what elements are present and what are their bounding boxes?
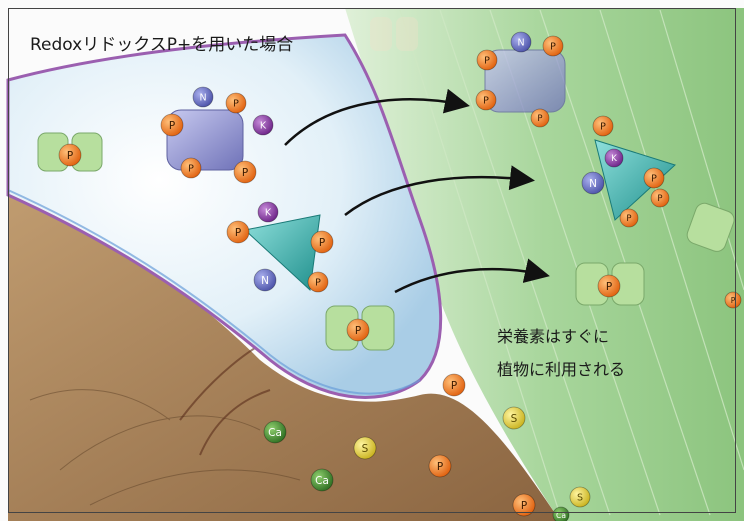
phosphorus-ion-19 — [512, 493, 536, 517]
diagram-title: RedoxリドックスP+を用いた場合 — [30, 35, 294, 55]
phosphorus-ion-label-13: P — [451, 380, 457, 392]
phosphorus-ion-label-31: P — [657, 194, 662, 204]
phosphorus-ion-22 — [476, 49, 498, 71]
uptake-arrow-2 — [344, 165, 535, 216]
sulfur-ion-16 — [353, 436, 377, 460]
phosphorus-ion-26 — [530, 108, 550, 128]
nitrogen-ion-23 — [510, 31, 532, 53]
phosphorus-ion-33 — [597, 274, 621, 298]
phosphorus-ion-7 — [226, 220, 250, 244]
phosphorus-ion-6 — [233, 160, 257, 184]
sulfur-ion-label-14: S — [511, 413, 518, 425]
soil-texture — [29, 389, 301, 506]
phosphorus-ion-label-1: P — [169, 120, 175, 132]
phosphorus-ion-3 — [225, 92, 247, 114]
phosphorus-ion-1 — [160, 113, 184, 137]
uptake-arrow-1 — [284, 88, 470, 146]
phosphorus-ion-label-10: P — [315, 278, 321, 289]
uptake-arrow-3 — [394, 258, 550, 294]
phosphorus-ion-9 — [310, 230, 334, 254]
sulfur-ion-14 — [502, 406, 526, 430]
sulfur-ion-label-20: S — [577, 493, 583, 504]
phosphorus-ion-label-0: P — [67, 150, 73, 162]
leaf-fragment-right — [686, 202, 735, 252]
nitrogen-ion-label-23: N — [517, 38, 524, 49]
calcium-ion-label-15: Ca — [268, 427, 282, 439]
phosphorus-ion-17 — [428, 454, 452, 478]
phosphorus-ion-12 — [346, 318, 370, 342]
phosphorus-ion-label-17: P — [437, 461, 443, 473]
phosphorus-ion-32 — [619, 208, 639, 228]
calcium-ion-label-21: Ca — [556, 511, 566, 520]
caption-line-1: 栄養素はすぐに — [497, 327, 610, 346]
phosphorus-ion-13 — [442, 373, 466, 397]
calcium-ion-18 — [310, 468, 334, 492]
phosphorus-ion-label-25: P — [483, 96, 489, 107]
phosphorus-ion-label-33: P — [606, 281, 612, 293]
caption-line-2: 植物に利用される — [497, 360, 626, 379]
phosphorus-ion-34 — [724, 291, 742, 309]
phosphorus-ion-label-3: P — [233, 99, 239, 110]
soil — [8, 190, 560, 521]
phosphorus-ion-label-26: P — [537, 114, 542, 124]
phosphorus-ion-10 — [307, 271, 329, 293]
potassium-ion-28 — [604, 148, 624, 168]
phosphorus-ion-label-19: P — [521, 500, 527, 512]
cube-complex-left — [166, 109, 244, 171]
phosphorus-ion-label-22: P — [484, 56, 490, 67]
phosphorus-ion-5 — [180, 157, 202, 179]
potassium-ion-8 — [257, 201, 279, 223]
sulfur-ion-20 — [569, 486, 591, 508]
phosphorus-ion-label-24: P — [550, 42, 556, 53]
phosphorus-ion-label-32: P — [626, 214, 631, 224]
phosphorus-ion-25 — [475, 89, 497, 111]
calcium-ion-label-18: Ca — [315, 475, 329, 487]
nitrogen-ion-label-29: N — [589, 178, 597, 190]
phosphorus-ion-24 — [542, 35, 564, 57]
phosphorus-ion-label-5: P — [188, 164, 194, 175]
potassium-ion-label-4: K — [260, 121, 267, 132]
potassium-ion-label-28: K — [611, 154, 617, 164]
phosphorus-ion-31 — [650, 188, 670, 208]
leaf-pair-complex-right — [575, 262, 645, 306]
phosphorus-ion-label-9: P — [319, 237, 325, 249]
potassium-ion-4 — [252, 114, 274, 136]
pyramid-complex-left — [243, 214, 321, 292]
phosphorus-ion-30 — [643, 167, 665, 189]
leaf-fragment-top — [370, 17, 418, 51]
nitrogen-ion-11 — [253, 268, 277, 292]
nitrogen-ion-2 — [192, 86, 214, 108]
phosphorus-ion-label-12: P — [355, 325, 361, 337]
nitrogen-ion-29 — [581, 171, 605, 195]
leaf-pair-complex-left — [37, 132, 103, 172]
phosphorus-ion-0 — [58, 143, 82, 167]
nitrogen-ion-label-11: N — [261, 275, 269, 287]
calcium-ion-15 — [263, 420, 287, 444]
potassium-ion-label-8: K — [265, 208, 272, 219]
phosphorus-ion-27 — [592, 115, 614, 137]
phosphorus-ion-label-7: P — [235, 227, 241, 239]
sulfur-ion-label-16: S — [362, 443, 369, 455]
phosphorus-ion-label-27: P — [600, 122, 606, 133]
phosphorus-ion-label-6: P — [242, 167, 248, 179]
phosphorus-ion-label-30: P — [651, 174, 657, 185]
phosphorus-ion-label-34: P — [731, 296, 736, 305]
nitrogen-ion-label-2: N — [199, 93, 206, 104]
